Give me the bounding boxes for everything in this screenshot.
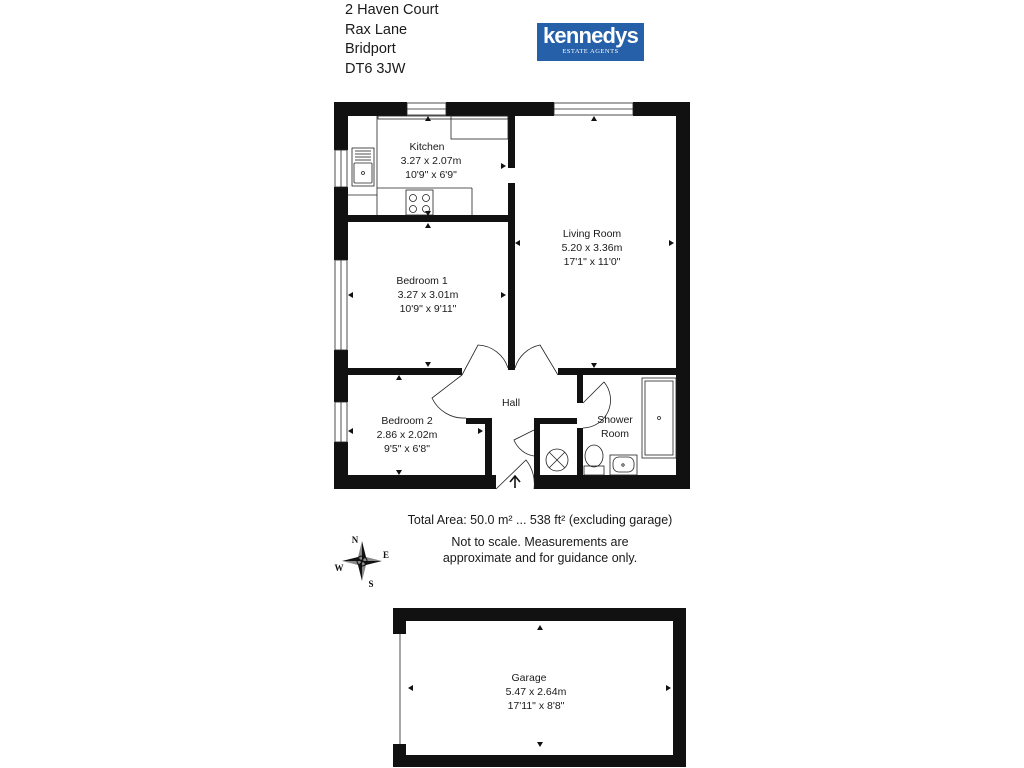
plan-notes: Total Area: 50.0 m² ... 538 ft² (excludi… [360, 512, 720, 566]
logo-tagline: ESTATE AGENTS [562, 48, 619, 55]
kitchen-imperial: 10'9" x 6'9" [405, 169, 457, 181]
boiler-icon [545, 448, 569, 472]
logo-brand: kennedys [542, 23, 639, 48]
agent-logo: kennedys ESTATE AGENTS [537, 23, 644, 61]
disclaimer-line-1: Not to scale. Measurements are [451, 535, 629, 549]
hob-icon [405, 189, 434, 216]
garage-name: Garage [511, 672, 546, 684]
bedroom2-name: Bedroom 2 [381, 415, 433, 427]
shower-room-name-2: Room [601, 428, 629, 440]
garage-metric: 5.47 x 2.64m [506, 686, 567, 698]
shower-tray-icon [641, 377, 677, 459]
address-postcode: DT6 3JW [345, 60, 406, 77]
windows [334, 102, 634, 443]
dimension-markers [348, 116, 674, 747]
room-living-room: Living Room 5.20 x 3.36m 17'1" x 11'0" [562, 228, 623, 268]
room-shower-room: Shower Room [597, 414, 633, 440]
room-kitchen: Kitchen 3.27 x 2.07m 10'9" x 6'9" [401, 141, 462, 181]
doors [431, 344, 611, 490]
compass-west: W [335, 563, 344, 573]
address-line-2: Rax Lane [345, 21, 408, 38]
compass-rose-icon [342, 541, 382, 581]
compass-south: S [368, 579, 373, 589]
compass-north: N [352, 535, 359, 545]
property-address: 2 Haven Court Rax Lane Bridport DT6 3JW [345, 1, 439, 79]
living-room-name: Living Room [563, 228, 622, 240]
room-garage: Garage 5.47 x 2.64m 17'11" x 8'8" [506, 672, 567, 712]
address-line-1: 2 Haven Court [345, 2, 439, 18]
interior-walls [348, 116, 676, 475]
entrance-arrow-icon [509, 474, 521, 488]
kitchen-fittings [348, 115, 509, 215]
kitchen-name: Kitchen [409, 141, 444, 153]
bedroom2-imperial: 9'5" x 6'8" [384, 443, 430, 455]
living-room-metric: 5.20 x 3.36m [562, 242, 623, 254]
kitchen-metric: 3.27 x 2.07m [401, 155, 462, 167]
bedroom2-metric: 2.86 x 2.02m [377, 429, 438, 441]
address-line-3: Bridport [345, 41, 396, 57]
room-bedroom-1: Bedroom 1 3.27 x 3.01m 10'9" x 9'11" [396, 275, 458, 315]
living-room-imperial: 17'1" x 11'0" [564, 256, 621, 268]
room-bedroom-2: Bedroom 2 2.86 x 2.02m 9'5" x 6'8" [377, 415, 438, 455]
toilet-icon [583, 444, 605, 476]
compass-east: E [383, 550, 389, 560]
hall-name: Hall [502, 397, 520, 409]
bedroom1-imperial: 10'9" x 9'11" [400, 303, 457, 315]
garage-walls [393, 608, 686, 767]
garage-imperial: 17'11" x 8'8" [508, 700, 565, 712]
total-area: Total Area: 50.0 m² ... 538 ft² (excludi… [407, 513, 673, 527]
sink-icon [351, 147, 375, 187]
room-hall: Hall [502, 397, 520, 409]
outer-walls [334, 102, 690, 489]
disclaimer-line-2: approximate and for guidance only. [442, 551, 638, 565]
bedroom1-metric: 3.27 x 3.01m [398, 289, 459, 301]
basin-icon [609, 454, 638, 476]
shower-room-name-1: Shower [597, 414, 633, 426]
bedroom1-name: Bedroom 1 [396, 275, 448, 287]
